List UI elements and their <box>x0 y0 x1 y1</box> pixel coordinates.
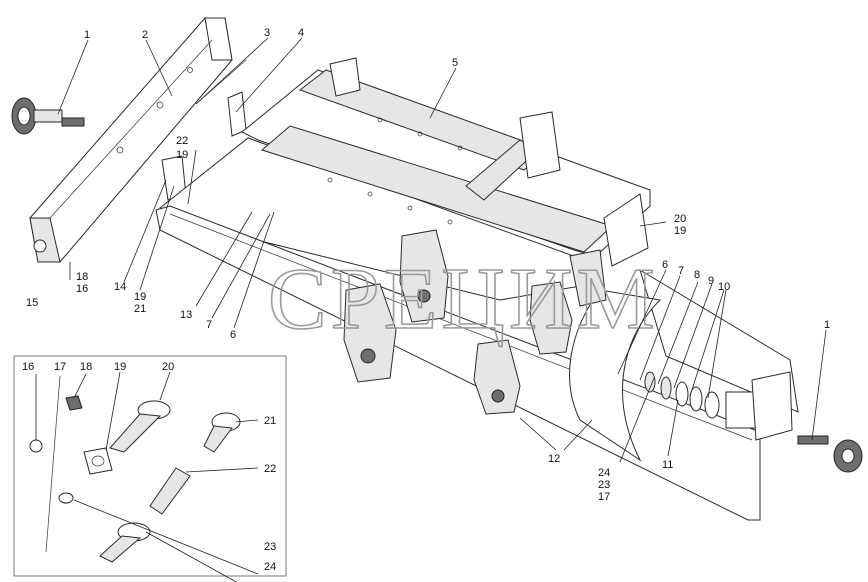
inset-callout-23: 23 <box>264 541 276 553</box>
callout-6: 6 <box>230 329 236 341</box>
callout-4: 4 <box>298 27 304 39</box>
bracket-parts <box>161 59 247 201</box>
main-frame <box>159 57 651 301</box>
callout-2: 2 <box>142 29 148 41</box>
callout-24: 24 <box>598 467 610 479</box>
callout-1: 1 <box>824 319 830 331</box>
callout-22: 22 <box>176 135 188 147</box>
leader-lines <box>35 37 827 582</box>
callout-13: 13 <box>180 309 192 321</box>
callout-7: 7 <box>678 265 684 277</box>
callout-10: 10 <box>718 281 730 293</box>
callout-15: 15 <box>26 297 38 309</box>
left-tow-hook <box>11 97 85 135</box>
spring-brackets <box>343 229 607 415</box>
callout-14: 14 <box>114 281 126 293</box>
callout-6: 6 <box>662 259 668 271</box>
fasteners-inset <box>13 355 287 577</box>
callout-20: 20 <box>674 213 686 225</box>
right-tow-hook <box>797 435 863 473</box>
callout-23: 23 <box>598 479 610 491</box>
inset-callout-17: 17 <box>54 361 66 373</box>
callout-numbers: 1 2 3 4 5 22 19 20 19 18 16 15 14 19 21 … <box>22 27 830 573</box>
inset-callout-16: 16 <box>22 361 34 373</box>
callout-19: 19 <box>134 291 146 303</box>
callout-9: 9 <box>708 275 714 287</box>
inset-callout-18: 18 <box>80 361 92 373</box>
callout-5: 5 <box>452 57 458 69</box>
callout-21: 21 <box>134 303 146 315</box>
lower-rail-cover <box>155 205 799 521</box>
callout-17: 17 <box>598 491 610 503</box>
callout-7: 7 <box>206 319 212 331</box>
inset-callout-21: 21 <box>264 415 276 427</box>
callout-19: 19 <box>176 149 188 161</box>
callout-8: 8 <box>694 269 700 281</box>
callout-12: 12 <box>548 453 560 465</box>
inset-callout-20: 20 <box>162 361 174 373</box>
callout-1: 1 <box>84 29 90 41</box>
front-bumper-beam <box>29 17 233 263</box>
inset-callout-22: 22 <box>264 463 276 475</box>
callout-19: 19 <box>674 225 686 237</box>
rear-buffer-stack <box>644 371 793 441</box>
callout-3: 3 <box>264 27 270 39</box>
inset-callout-24: 24 <box>264 561 276 573</box>
watermark: CPЕЦИМ <box>268 251 659 348</box>
callout-11: 11 <box>662 459 673 471</box>
callout-18: 18 <box>76 271 88 283</box>
inset-callout-19: 19 <box>114 361 126 373</box>
callout-16: 16 <box>76 283 88 295</box>
